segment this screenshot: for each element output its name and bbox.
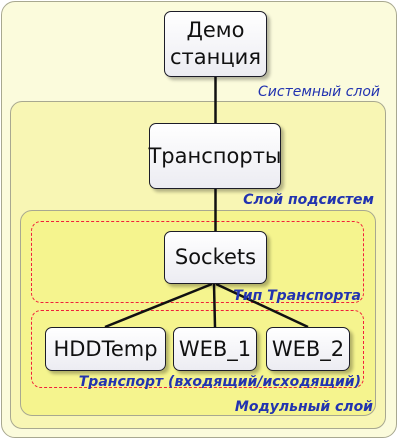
connector-sockets-hddtemp: [104, 282, 213, 329]
hddtemp-label: HDDTemp: [53, 336, 158, 361]
web2-node[interactable]: WEB_2: [266, 327, 350, 371]
transports-node[interactable]: Транспорты: [148, 123, 282, 189]
web2-label: WEB_2: [271, 336, 345, 361]
sockets-label: Sockets: [174, 245, 257, 270]
web1-label: WEB_1: [178, 336, 252, 361]
transport-io-label: Транспорт (входящий/исходящий): [78, 374, 361, 390]
module-layer-label: Модульный слой: [234, 399, 373, 415]
demo-station-label: Демо станция: [170, 18, 261, 69]
transports-label: Транспорты: [148, 143, 282, 168]
web1-node[interactable]: WEB_1: [173, 327, 257, 371]
transport-type-label: Тип Транспорта: [233, 288, 361, 304]
transport-io-zone: [31, 310, 364, 388]
connector-sockets-web2: [215, 282, 309, 329]
system-layer-label: Системный слой: [258, 84, 380, 100]
connector-sockets-web1: [212, 283, 217, 328]
subsystem-layer-label: Слой подсистем: [243, 192, 374, 208]
sockets-node[interactable]: Sockets: [164, 231, 267, 284]
demo-station-node[interactable]: Демо станция: [164, 11, 267, 77]
hddtemp-node[interactable]: HDDTemp: [45, 327, 166, 371]
transport-type-zone: [31, 221, 364, 303]
